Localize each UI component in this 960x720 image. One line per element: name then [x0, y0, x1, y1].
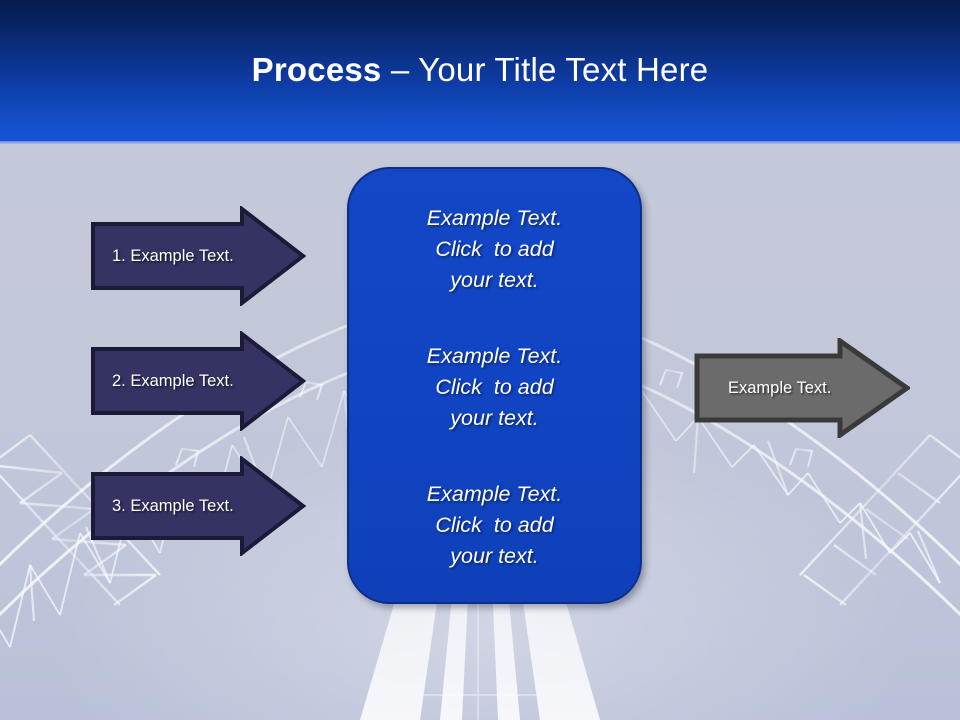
panel-text-block-3-line-3: your text.: [450, 544, 539, 568]
arrow-right-icon: [91, 206, 306, 306]
panel-text-block-3-line-2: Click to add: [435, 513, 554, 537]
panel-text-block-2-line-2: Click to add: [435, 375, 554, 399]
result-arrow[interactable]: Example Text.: [694, 338, 910, 438]
arrow-right-icon: [91, 456, 306, 556]
title-banner: [0, 0, 960, 141]
result-arrow-label: Example Text.: [728, 378, 832, 397]
panel-text-block-1-line-2: Click to add: [435, 237, 554, 261]
step-arrow-2[interactable]: 2. Example Text.: [90, 331, 306, 431]
panel-text-block-2-line-3: your text.: [450, 406, 539, 430]
panel-text-block-2-line-1: Example Text.: [426, 344, 563, 368]
step-arrow-1[interactable]: 1. Example Text.: [90, 206, 306, 306]
step-arrow-3-label: 3. Example Text.: [112, 496, 234, 515]
step-arrow-2-label: 2. Example Text.: [112, 371, 234, 390]
page-title: Process – Your Title Text Here: [0, 50, 960, 90]
panel-text-block-1: Example Text. Click to add your text.: [367, 203, 622, 296]
center-content-panel[interactable]: Example Text. Click to add your text. Ex…: [347, 167, 642, 604]
panel-text-block-1-line-3: your text.: [450, 268, 539, 292]
arrow-right-icon: [694, 338, 910, 438]
panel-text-block-2: Example Text. Click to add your text.: [367, 341, 622, 434]
step-arrow-1-label: 1. Example Text.: [112, 246, 234, 265]
arrow-right-icon: [91, 331, 306, 431]
panel-text-block-1-line-1: Example Text.: [426, 206, 563, 230]
page-title-strong: Process: [251, 51, 382, 88]
title-banner-rule: [0, 141, 960, 144]
step-arrow-3[interactable]: 3. Example Text.: [90, 456, 306, 556]
page-title-rest: – Your Title Text Here: [381, 51, 709, 88]
panel-text-block-3: Example Text. Click to add your text.: [367, 479, 622, 572]
panel-text-block-3-line-1: Example Text.: [426, 482, 563, 506]
